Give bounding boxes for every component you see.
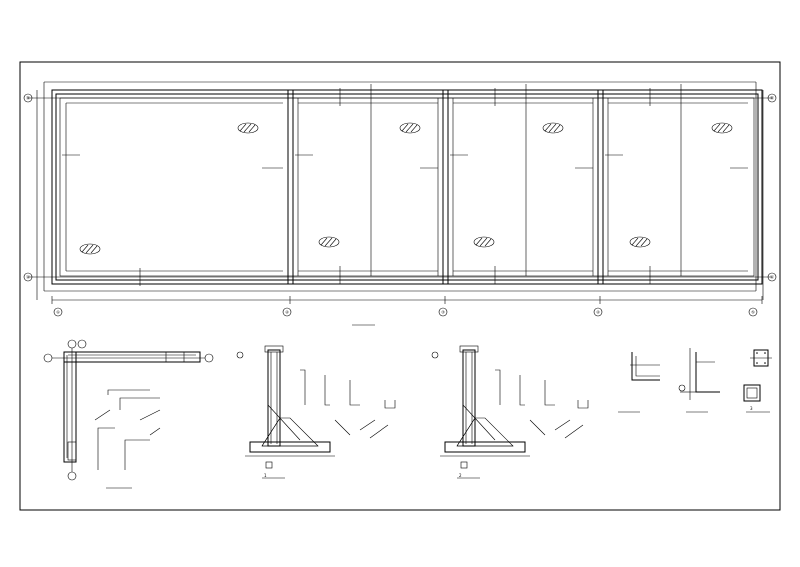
pit-hatch: [79, 122, 733, 255]
section-2-2: [431, 345, 589, 479]
axis-label-b-right: Ⓑ: [770, 95, 774, 101]
axis-label-2: ②: [285, 310, 289, 315]
axis-label-a-left: Ⓐ: [26, 274, 30, 280]
sheet-border: [19, 61, 781, 511]
detail-3-marker: 3: [750, 406, 753, 411]
corner-detail: [43, 339, 214, 489]
axis-label-4: ④: [596, 310, 600, 315]
axis-label-3: ③: [441, 310, 445, 315]
axis-label-1: ①: [56, 310, 60, 315]
section-1-marker: 1: [264, 473, 267, 478]
axis-label-b-left: Ⓑ: [26, 95, 30, 101]
axis-label-5: ⑤: [751, 310, 755, 315]
section-1-1: [236, 345, 396, 479]
axis-label-a-right: Ⓐ: [770, 274, 774, 280]
axis-bubbles: Ⓑ Ⓐ Ⓑ Ⓐ ① ② ③ ④ ⑤: [23, 93, 777, 317]
small-details: [618, 348, 772, 413]
section-2-marker: 2: [459, 473, 462, 478]
pool-plan: [28, 81, 772, 326]
